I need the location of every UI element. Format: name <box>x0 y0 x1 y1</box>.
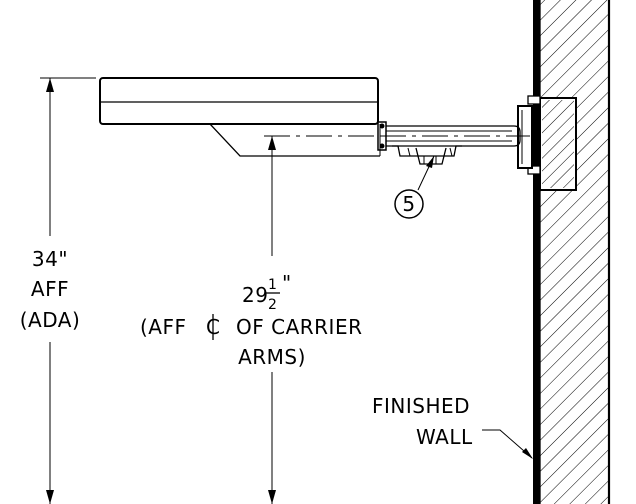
dimension-29-half-aff: 29 1 2 " (AFF C OF CARRIER ARMS) <box>140 136 362 504</box>
finished-wall-line1: FINISHED <box>372 394 470 418</box>
dimension-29-arms-label: ARMS) <box>238 345 306 369</box>
wall-finish-layer <box>533 0 540 504</box>
dimension-29-inch-mark: " <box>282 271 292 295</box>
centerline-symbol: C <box>206 314 220 340</box>
lavatory-sink <box>99 77 381 157</box>
finished-wall-label: FINISHED WALL <box>372 394 533 459</box>
callout-5: 5 <box>394 155 435 219</box>
wall-hatch-fill <box>540 0 609 504</box>
callout-5-number: 5 <box>402 192 415 216</box>
dimension-34-ada-label: (ADA) <box>20 308 81 332</box>
finished-wall-line2: WALL <box>416 425 473 449</box>
dimension-29-carrier-label: OF CARRIER <box>236 315 362 339</box>
dimension-34-aff: 34" AFF (ADA) <box>20 77 96 504</box>
wall-blocking <box>527 95 577 191</box>
carrier-arm <box>377 105 533 169</box>
dimension-29-aff-label: (AFF <box>140 315 187 339</box>
finished-wall <box>533 0 611 504</box>
dimension-29-numerator: 1 <box>268 277 277 293</box>
dimension-29-denominator: 2 <box>268 297 277 313</box>
dimension-29-whole: 29 <box>242 283 268 307</box>
dimension-34-aff-label: AFF <box>31 277 69 301</box>
dimension-34-value: 34" <box>32 247 68 271</box>
